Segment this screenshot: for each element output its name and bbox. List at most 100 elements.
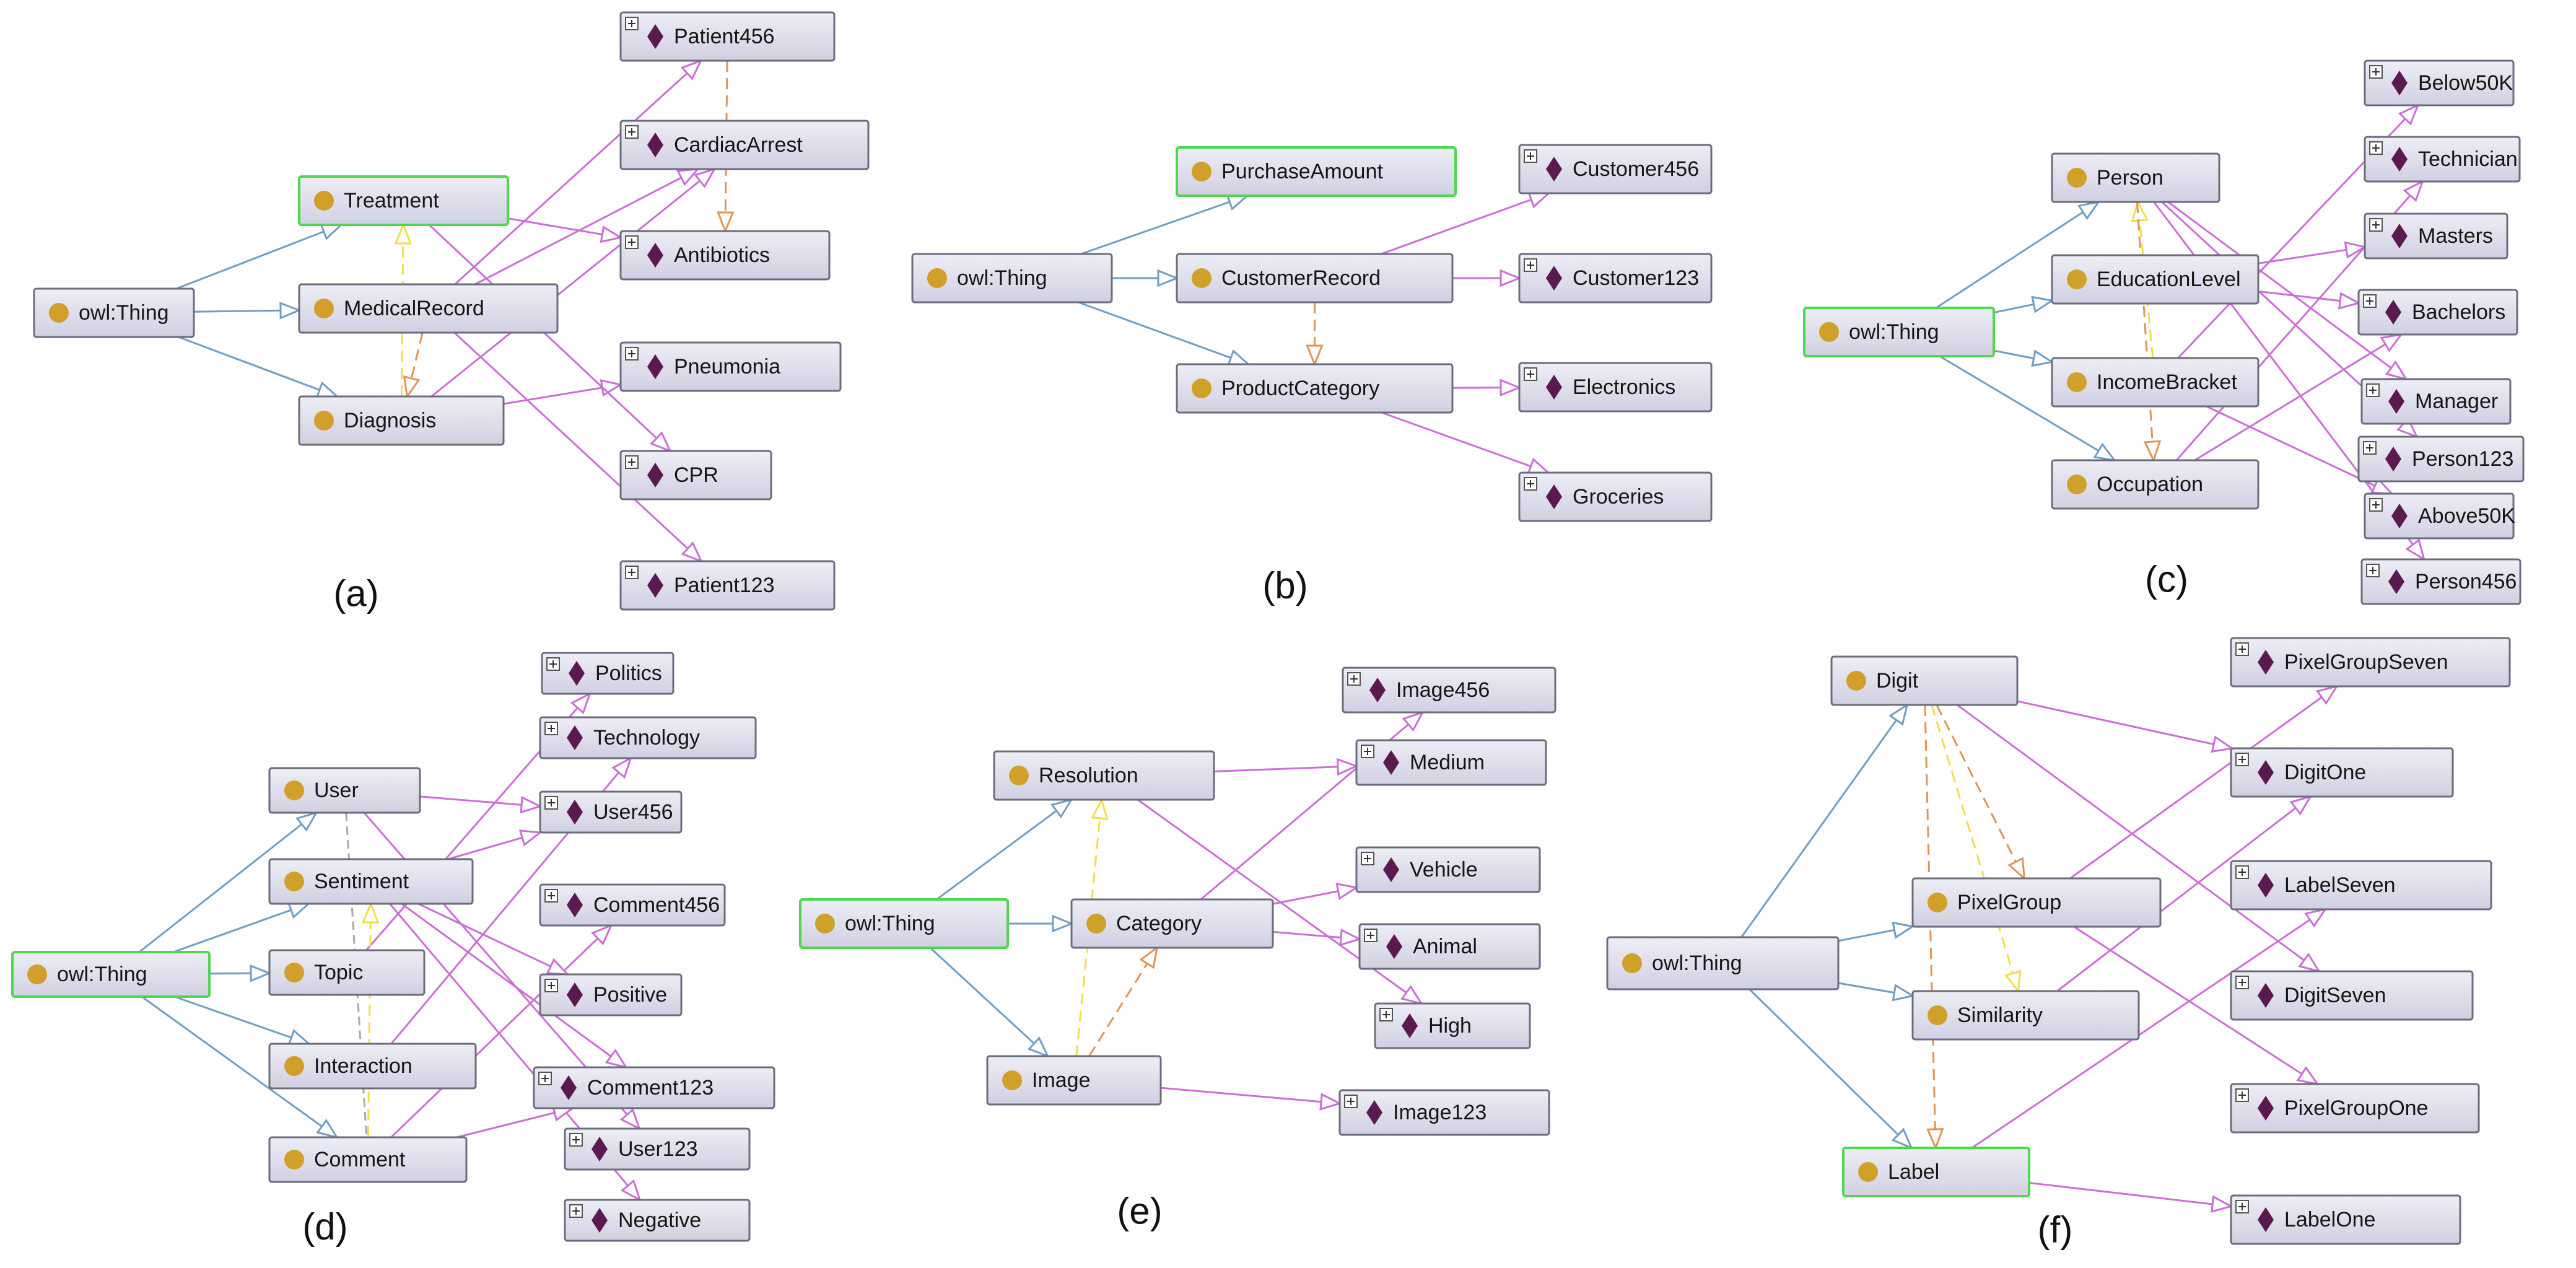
class-node-diagnosis[interactable]: Diagnosis xyxy=(298,395,505,446)
class-node-label[interactable]: Label xyxy=(1842,1147,2030,1197)
arrowhead-icon xyxy=(2093,442,2117,462)
class-node-pixelgroup[interactable]: PixelGroup xyxy=(1911,877,2162,928)
individual-node-person456[interactable]: Person456 xyxy=(2360,558,2521,605)
individual-node-image123[interactable]: Image123 xyxy=(1338,1089,1550,1136)
class-node-topic[interactable]: Topic xyxy=(268,949,426,996)
individual-node-electronics[interactable]: Electronics xyxy=(1518,362,1713,413)
individual-diamond-icon xyxy=(1546,266,1562,291)
arrowhead-icon xyxy=(403,375,421,399)
arrowhead-icon xyxy=(1500,378,1522,396)
individual-node-image456[interactable]: Image456 xyxy=(1342,667,1557,714)
individual-node-labelseven[interactable]: LabelSeven xyxy=(2230,860,2492,911)
individual-node-high[interactable]: High xyxy=(1374,1002,1531,1049)
node-box xyxy=(2357,435,2525,483)
class-node-medical[interactable]: MedicalRecord xyxy=(298,283,559,334)
individual-node-groceries[interactable]: Groceries xyxy=(1518,471,1713,522)
class-node-similarity[interactable]: Similarity xyxy=(1911,990,2140,1041)
individual-node-technician[interactable]: Technician xyxy=(2364,136,2521,183)
node-box xyxy=(298,175,509,226)
individual-node-above50k[interactable]: Above50K xyxy=(2364,492,2515,540)
arrowhead-icon xyxy=(1052,914,1075,933)
individual-node-p456[interactable]: Patient456 xyxy=(619,11,836,62)
class-node-purchase[interactable]: PurchaseAmount xyxy=(1176,146,1457,197)
individual-node-p123[interactable]: Patient123 xyxy=(619,560,836,611)
class-dot-icon xyxy=(1086,914,1106,934)
individual-node-positive[interactable]: Positive xyxy=(539,973,683,1017)
class-dot-icon xyxy=(49,303,69,323)
individual-node-comment123[interactable]: Comment123 xyxy=(533,1066,775,1109)
individual-node-negative[interactable]: Negative xyxy=(564,1199,751,1242)
class-node-edu[interactable]: EducationLevel xyxy=(2051,254,2259,305)
class-node-digit[interactable]: Digit xyxy=(1830,655,2019,706)
arrowhead-icon xyxy=(287,902,312,919)
instance-edge xyxy=(2056,795,2312,992)
class-dot-icon xyxy=(1622,953,1642,973)
individual-node-cpr[interactable]: CPR xyxy=(619,450,772,501)
node-label: Vehicle xyxy=(1410,858,1478,881)
class-node-resolution[interactable]: Resolution xyxy=(993,750,1215,801)
node-label: Image456 xyxy=(1396,678,1490,702)
class-node-interaction[interactable]: Interaction xyxy=(268,1043,477,1090)
individual-node-bachelors[interactable]: Bachelors xyxy=(2357,289,2518,336)
node-label: CustomerRecord xyxy=(1221,266,1381,290)
subclass-edge xyxy=(936,798,1072,901)
class-node-thing[interactable]: owl:Thing xyxy=(799,898,1009,949)
individual-node-animal[interactable]: Animal xyxy=(1358,923,1541,970)
class-node-prodcat[interactable]: ProductCategory xyxy=(1176,363,1454,414)
class-node-category[interactable]: Category xyxy=(1070,898,1274,949)
individual-node-pneumonia[interactable]: Pneumonia xyxy=(619,341,842,392)
class-node-thing[interactable]: owl:Thing xyxy=(1803,307,1995,357)
individual-node-digitone[interactable]: DigitOne xyxy=(2230,747,2454,798)
class-node-occupation[interactable]: Occupation xyxy=(2051,459,2259,510)
node-label: High xyxy=(1428,1014,1472,1038)
class-node-thing[interactable]: owl:Thing xyxy=(1606,936,1840,990)
class-node-user[interactable]: User xyxy=(268,767,421,814)
individual-node-cardiac[interactable]: CardiacArrest xyxy=(619,120,870,170)
arrowhead-icon xyxy=(2031,295,2054,313)
arrowhead-icon xyxy=(2338,292,2362,310)
individual-node-user123[interactable]: User123 xyxy=(564,1127,751,1171)
class-node-thing[interactable]: owl:Thing xyxy=(11,951,211,998)
individual-node-vehicle[interactable]: Vehicle xyxy=(1355,846,1541,893)
class-node-person[interactable]: Person xyxy=(2051,152,2220,203)
class-node-income[interactable]: IncomeBracket xyxy=(2051,357,2259,408)
class-dot-icon xyxy=(2067,474,2087,494)
individual-node-digitseven[interactable]: DigitSeven xyxy=(2230,970,2474,1021)
individual-node-masters[interactable]: Masters xyxy=(2364,212,2508,260)
individual-diamond-icon xyxy=(647,354,663,379)
individual-node-politics[interactable]: Politics xyxy=(541,652,675,695)
individual-node-below50k[interactable]: Below50K xyxy=(2364,59,2515,107)
individual-node-comment456[interactable]: Comment456 xyxy=(539,883,726,927)
class-node-thing[interactable]: owl:Thing xyxy=(33,287,195,338)
individual-node-medium[interactable]: Medium xyxy=(1355,739,1547,786)
instance-edge xyxy=(1160,1087,1340,1104)
individual-diamond-icon xyxy=(647,243,663,268)
class-node-thing[interactable]: owl:Thing xyxy=(911,253,1113,304)
instance-edge xyxy=(456,1107,573,1139)
individual-node-pgone[interactable]: PixelGroupOne xyxy=(2230,1083,2480,1134)
individual-node-antibiotics[interactable]: Antibiotics xyxy=(619,230,831,281)
individual-node-user456[interactable]: User456 xyxy=(539,790,683,834)
individual-node-c456[interactable]: Customer456 xyxy=(1518,144,1713,195)
class-node-treatment[interactable]: Treatment xyxy=(298,175,509,226)
node-box xyxy=(1518,253,1713,304)
node-label: Electronics xyxy=(1573,375,1675,399)
class-node-custrec[interactable]: CustomerRecord xyxy=(1176,253,1454,304)
individual-node-pgseven[interactable]: PixelGroupSeven xyxy=(2230,637,2511,688)
node-box xyxy=(2364,492,2515,540)
class-node-comment[interactable]: Comment xyxy=(268,1136,468,1183)
individual-node-manager[interactable]: Manager xyxy=(2360,378,2512,425)
class-node-sentiment[interactable]: Sentiment xyxy=(268,858,474,905)
node-box xyxy=(33,287,195,338)
individual-diamond-icon xyxy=(2391,504,2408,528)
class-node-image[interactable]: Image xyxy=(986,1055,1162,1106)
individual-node-technology[interactable]: Technology xyxy=(539,716,757,759)
node-label: Treatment xyxy=(344,189,439,212)
individual-node-labelone[interactable]: LabelOne xyxy=(2230,1194,2461,1245)
instance-edge xyxy=(417,903,568,976)
individual-node-person123[interactable]: Person123 xyxy=(2357,435,2525,483)
node-box xyxy=(1355,846,1541,893)
node-box xyxy=(1176,363,1454,414)
node-box xyxy=(1338,1089,1550,1136)
individual-node-c123[interactable]: Customer123 xyxy=(1518,253,1713,304)
